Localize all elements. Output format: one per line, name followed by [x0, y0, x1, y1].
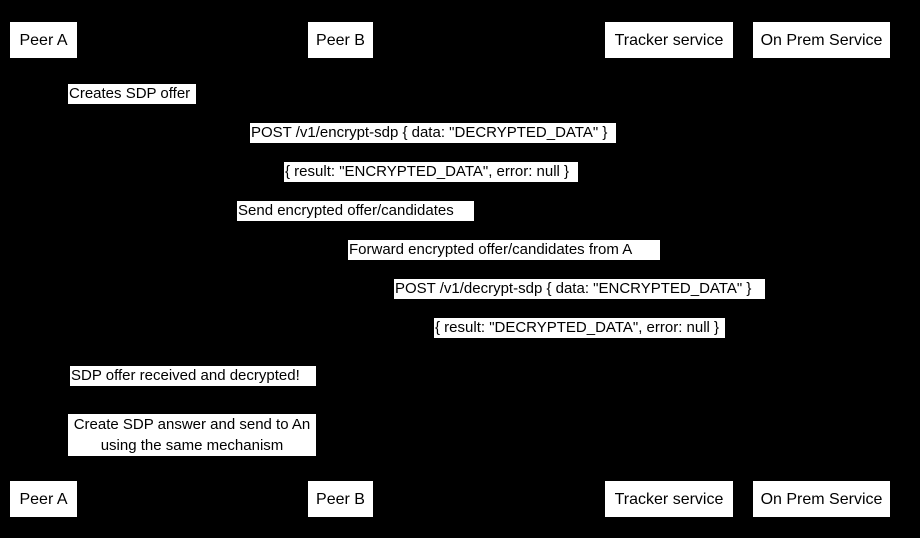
lifeline-on-prem [821, 58, 822, 481]
arrow-post-decrypt-sdp [340, 266, 821, 267]
message-line-1: Create SDP answer and send to An [73, 416, 311, 433]
participant-tracker-top[interactable]: Tracker service [605, 22, 733, 58]
participant-label: Peer A [19, 491, 68, 508]
participant-peer-a-bottom[interactable]: Peer A [10, 481, 77, 517]
participant-peer-b-bottom[interactable]: Peer B [308, 481, 373, 517]
arrow-encrypt-sdp-result [43, 149, 821, 150]
message-post-decrypt-sdp: POST /v1/decrypt-sdp { data: "ENCRYPTED_… [394, 279, 765, 299]
arrow-forward-encrypted-offer [340, 227, 669, 228]
arrow-send-encrypted-offer [43, 188, 669, 189]
message-creates-sdp-offer: Creates SDP offer [68, 84, 196, 104]
message-decrypt-sdp-result: { result: "DECRYPTED_DATA", error: null … [434, 318, 725, 338]
participant-label: Tracker service [614, 491, 724, 508]
lifeline-peer-b [340, 58, 341, 481]
message-send-encrypted-offer: Send encrypted offer/candidates [237, 201, 474, 221]
participant-label: Peer B [316, 32, 365, 49]
participant-label: Tracker service [614, 32, 724, 49]
participant-peer-b-top[interactable]: Peer B [308, 22, 373, 58]
lifeline-tracker [669, 58, 670, 481]
message-line-2: using the same mechanism [100, 437, 284, 454]
arrow-create-sdp-answer [43, 462, 340, 463]
arrow-decrypt-sdp-result [340, 305, 821, 306]
message-create-sdp-answer: Create SDP answer and send to An using t… [68, 414, 316, 456]
lifeline-peer-a [43, 58, 44, 481]
participant-on-prem-bottom[interactable]: On Prem Service [753, 481, 890, 517]
message-encrypt-sdp-result: { result: "ENCRYPTED_DATA", error: null … [284, 162, 578, 182]
participant-tracker-bottom[interactable]: Tracker service [605, 481, 733, 517]
participant-on-prem-top[interactable]: On Prem Service [753, 22, 890, 58]
participant-peer-a-top[interactable]: Peer A [10, 22, 77, 58]
message-forward-encrypted-offer: Forward encrypted offer/candidates from … [348, 240, 660, 260]
message-sdp-offer-received: SDP offer received and decrypted! [70, 366, 316, 386]
arrow-post-encrypt-sdp [43, 110, 821, 111]
participant-label: On Prem Service [760, 491, 883, 508]
participant-label: On Prem Service [760, 32, 883, 49]
participant-label: Peer B [316, 491, 365, 508]
participant-label: Peer A [19, 32, 68, 49]
message-post-encrypt-sdp: POST /v1/encrypt-sdp { data: "DECRYPTED_… [250, 123, 616, 143]
